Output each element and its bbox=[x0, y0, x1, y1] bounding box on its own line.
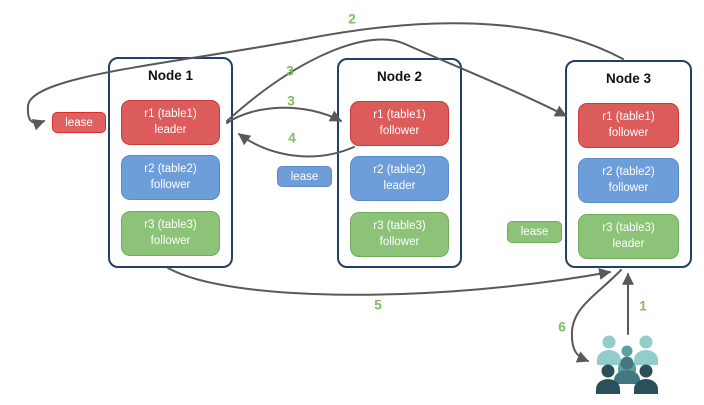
replica-name: r1 (table1) bbox=[373, 109, 426, 122]
lease-label-green: lease bbox=[507, 221, 562, 243]
node-1-replica-r1: r1 (table1) leader bbox=[121, 100, 220, 145]
replica-role: follower bbox=[150, 234, 191, 247]
node-3-replica-r2: r2 (table2) follower bbox=[578, 158, 679, 203]
step-label-1: 1 bbox=[639, 298, 647, 314]
node-2-replica-r3: r3 (table3) follower bbox=[350, 212, 449, 257]
replica-role: follower bbox=[608, 181, 649, 194]
replica-name: r3 (table3) bbox=[602, 222, 655, 235]
replica-name: r2 (table2) bbox=[373, 164, 426, 177]
step-label-5: 5 bbox=[374, 297, 382, 313]
replica-role: follower bbox=[150, 178, 191, 191]
node-2-replica-r2: r2 (table2) leader bbox=[350, 156, 449, 201]
replica-role: follower bbox=[608, 126, 649, 139]
users-group-icon bbox=[596, 335, 658, 394]
replica-name: r3 (table3) bbox=[373, 220, 426, 233]
replica-role: leader bbox=[612, 237, 645, 250]
replica-name: r1 (table1) bbox=[602, 111, 655, 124]
step-label-3b: 3 bbox=[287, 93, 295, 109]
arrow-step-3-leader-to-node2 bbox=[226, 106, 343, 124]
replica-name: r2 (table2) bbox=[602, 166, 655, 179]
replica-name: r1 (table1) bbox=[144, 108, 197, 121]
replica-role: follower bbox=[379, 124, 420, 137]
replica-name: r2 (table2) bbox=[144, 163, 197, 176]
lease-label-blue: lease bbox=[277, 166, 332, 187]
lease-label-red: lease bbox=[52, 112, 106, 133]
replica-role: leader bbox=[383, 179, 416, 192]
node-2-title: Node 2 bbox=[376, 69, 422, 84]
users-middle-front bbox=[614, 356, 640, 384]
step-label-4: 4 bbox=[288, 130, 296, 146]
node-3: Node 3 r1 (table1) follower r2 (table2) … bbox=[565, 60, 692, 268]
node-3-title: Node 3 bbox=[605, 71, 651, 86]
replica-name: r3 (table3) bbox=[144, 219, 197, 232]
users-front-row bbox=[596, 364, 658, 394]
arrow-step-5-node1-to-node3 bbox=[167, 267, 612, 296]
step-label-3a: 3 bbox=[286, 63, 294, 79]
node-3-replica-r1: r1 (table1) follower bbox=[578, 103, 679, 148]
node-1-replica-r2: r2 (table2) follower bbox=[121, 155, 220, 200]
replica-role: leader bbox=[154, 123, 187, 136]
node-2-replica-r1: r1 (table1) follower bbox=[350, 101, 449, 146]
node-2: Node 2 r1 (table1) follower r2 (table2) … bbox=[337, 58, 462, 268]
node-1-replica-r3: r3 (table3) follower bbox=[121, 211, 220, 256]
node-3-replica-r3: r3 (table3) leader bbox=[578, 214, 679, 259]
replica-role: follower bbox=[379, 235, 420, 248]
step-label-2: 2 bbox=[348, 11, 356, 27]
step-label-6: 6 bbox=[558, 319, 566, 335]
node-1-title: Node 1 bbox=[147, 68, 193, 83]
node-1: Node 1 r1 (table1) leader r2 (table2) fo… bbox=[108, 57, 233, 268]
